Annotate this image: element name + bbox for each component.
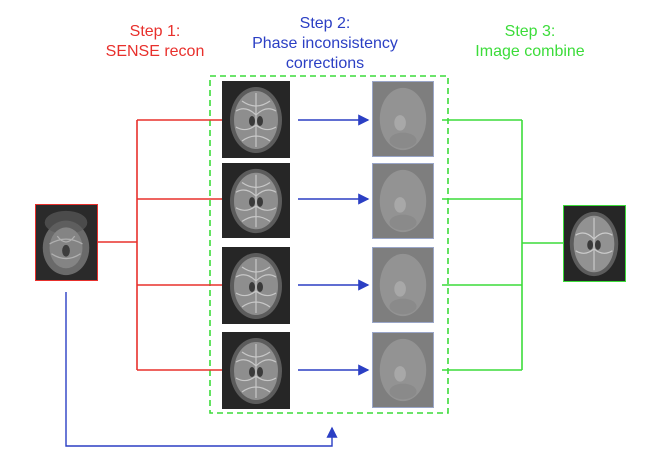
sense-brain-image (222, 163, 290, 238)
output-brain-image (563, 205, 626, 282)
sense-brain-image (222, 81, 290, 158)
sense-fanout-lines (98, 119, 222, 371)
step2-title: Step 2: (299, 15, 351, 32)
step3-title: Step 3: (504, 23, 556, 40)
step1-subtitle: SENSE recon (105, 43, 205, 60)
step1-label: Step 1: SENSE recon (80, 22, 230, 62)
step2-line2: corrections (285, 55, 365, 72)
bypass-path (65, 292, 338, 447)
phase-map-image (372, 332, 434, 408)
sense-brain-image (222, 332, 290, 409)
input-brain-image (35, 204, 98, 281)
phase-arrows (298, 114, 370, 376)
step1-title: Step 1: (129, 23, 181, 40)
phase-map-image (372, 247, 434, 323)
sense-brain-image (222, 247, 290, 324)
correction-box (209, 75, 449, 414)
phase-map-image (372, 81, 434, 157)
step2-line1: Phase inconsistency (252, 35, 398, 52)
step3-label: Step 3: Image combine (450, 22, 610, 62)
step3-subtitle: Image combine (475, 43, 585, 60)
combine-fanin-lines (442, 119, 563, 371)
phase-map-image (372, 163, 434, 239)
step2-label: Step 2: Phase inconsistency corrections (225, 14, 425, 74)
